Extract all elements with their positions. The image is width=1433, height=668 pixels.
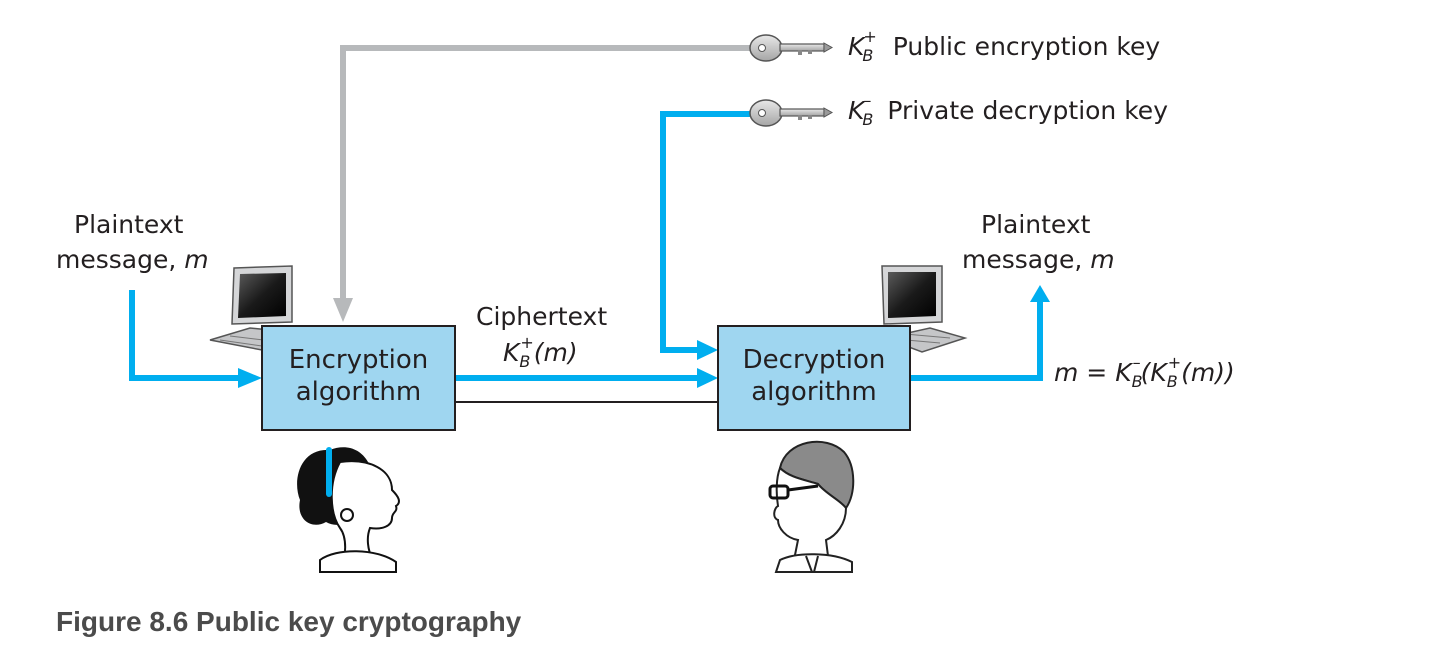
private-key-icon [749, 99, 834, 127]
receiver-plaintext-label: Plaintext [981, 210, 1091, 239]
bob-person-icon [768, 440, 855, 573]
public-key-text: Public encryption key [892, 32, 1161, 61]
encryption-box-label: Encryption algorithm [288, 345, 429, 407]
public-key-label: KB+ Public encryption key [848, 26, 1161, 65]
public-key-symbol: K [848, 32, 865, 61]
sender-plaintext-label: Plaintext [74, 210, 184, 239]
private-key-text: Private decryption key [887, 96, 1168, 125]
ciphertext-arrow [455, 368, 718, 403]
decryption-box-label: Decryption algorithm [742, 345, 886, 407]
sender-plaintext-label-2: message, m [56, 245, 209, 274]
result-formula: m = KB–(KB+(m)) [1054, 352, 1235, 391]
public-key-line [333, 45, 750, 322]
sender-computer-icon [209, 265, 293, 351]
plaintext-output-arrow [910, 285, 1050, 381]
decryption-algorithm-box [717, 325, 911, 431]
private-key-line [660, 111, 750, 360]
encryption-algorithm-box [261, 325, 456, 431]
private-key-symbol: K [848, 96, 865, 125]
figure-caption: Figure 8.6 Public key cryptography [56, 606, 522, 637]
receiver-plaintext-label-2: message, m [962, 245, 1115, 274]
receiver-computer-icon [881, 265, 968, 353]
ciphertext-label: Ciphertext [476, 302, 608, 331]
private-key-label: KB– Private decryption key [848, 90, 1168, 129]
plaintext-input-arrow [129, 290, 262, 388]
public-key-icon [749, 34, 834, 62]
ciphertext-formula: KB+(m) [503, 332, 578, 371]
alice-person-icon [297, 447, 400, 573]
